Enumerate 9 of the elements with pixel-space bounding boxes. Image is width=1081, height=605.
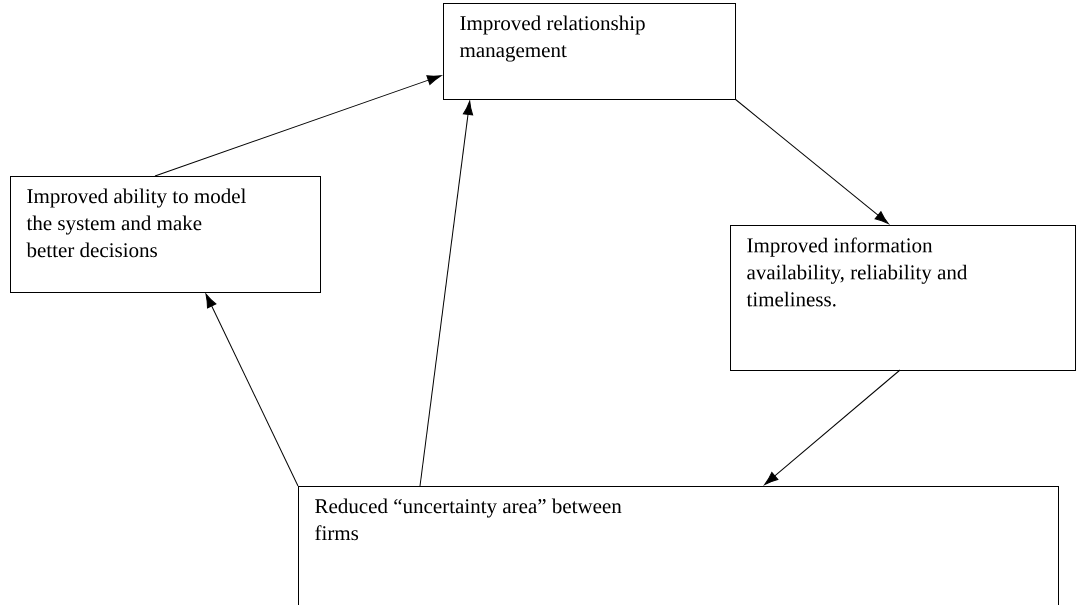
arrow [419,100,474,487]
process-box: Reduced “uncertainty area” between firms [298,486,1059,605]
arrow [154,75,442,177]
arrow [205,293,299,487]
process-box: Improved relationship management [443,3,736,100]
arrow [764,369,901,486]
arrow [734,98,889,225]
process-box: Improved information availability, reliability and timeliness. [730,225,1076,371]
process-box: Improved ability to model the system and make better decisions [10,176,321,293]
